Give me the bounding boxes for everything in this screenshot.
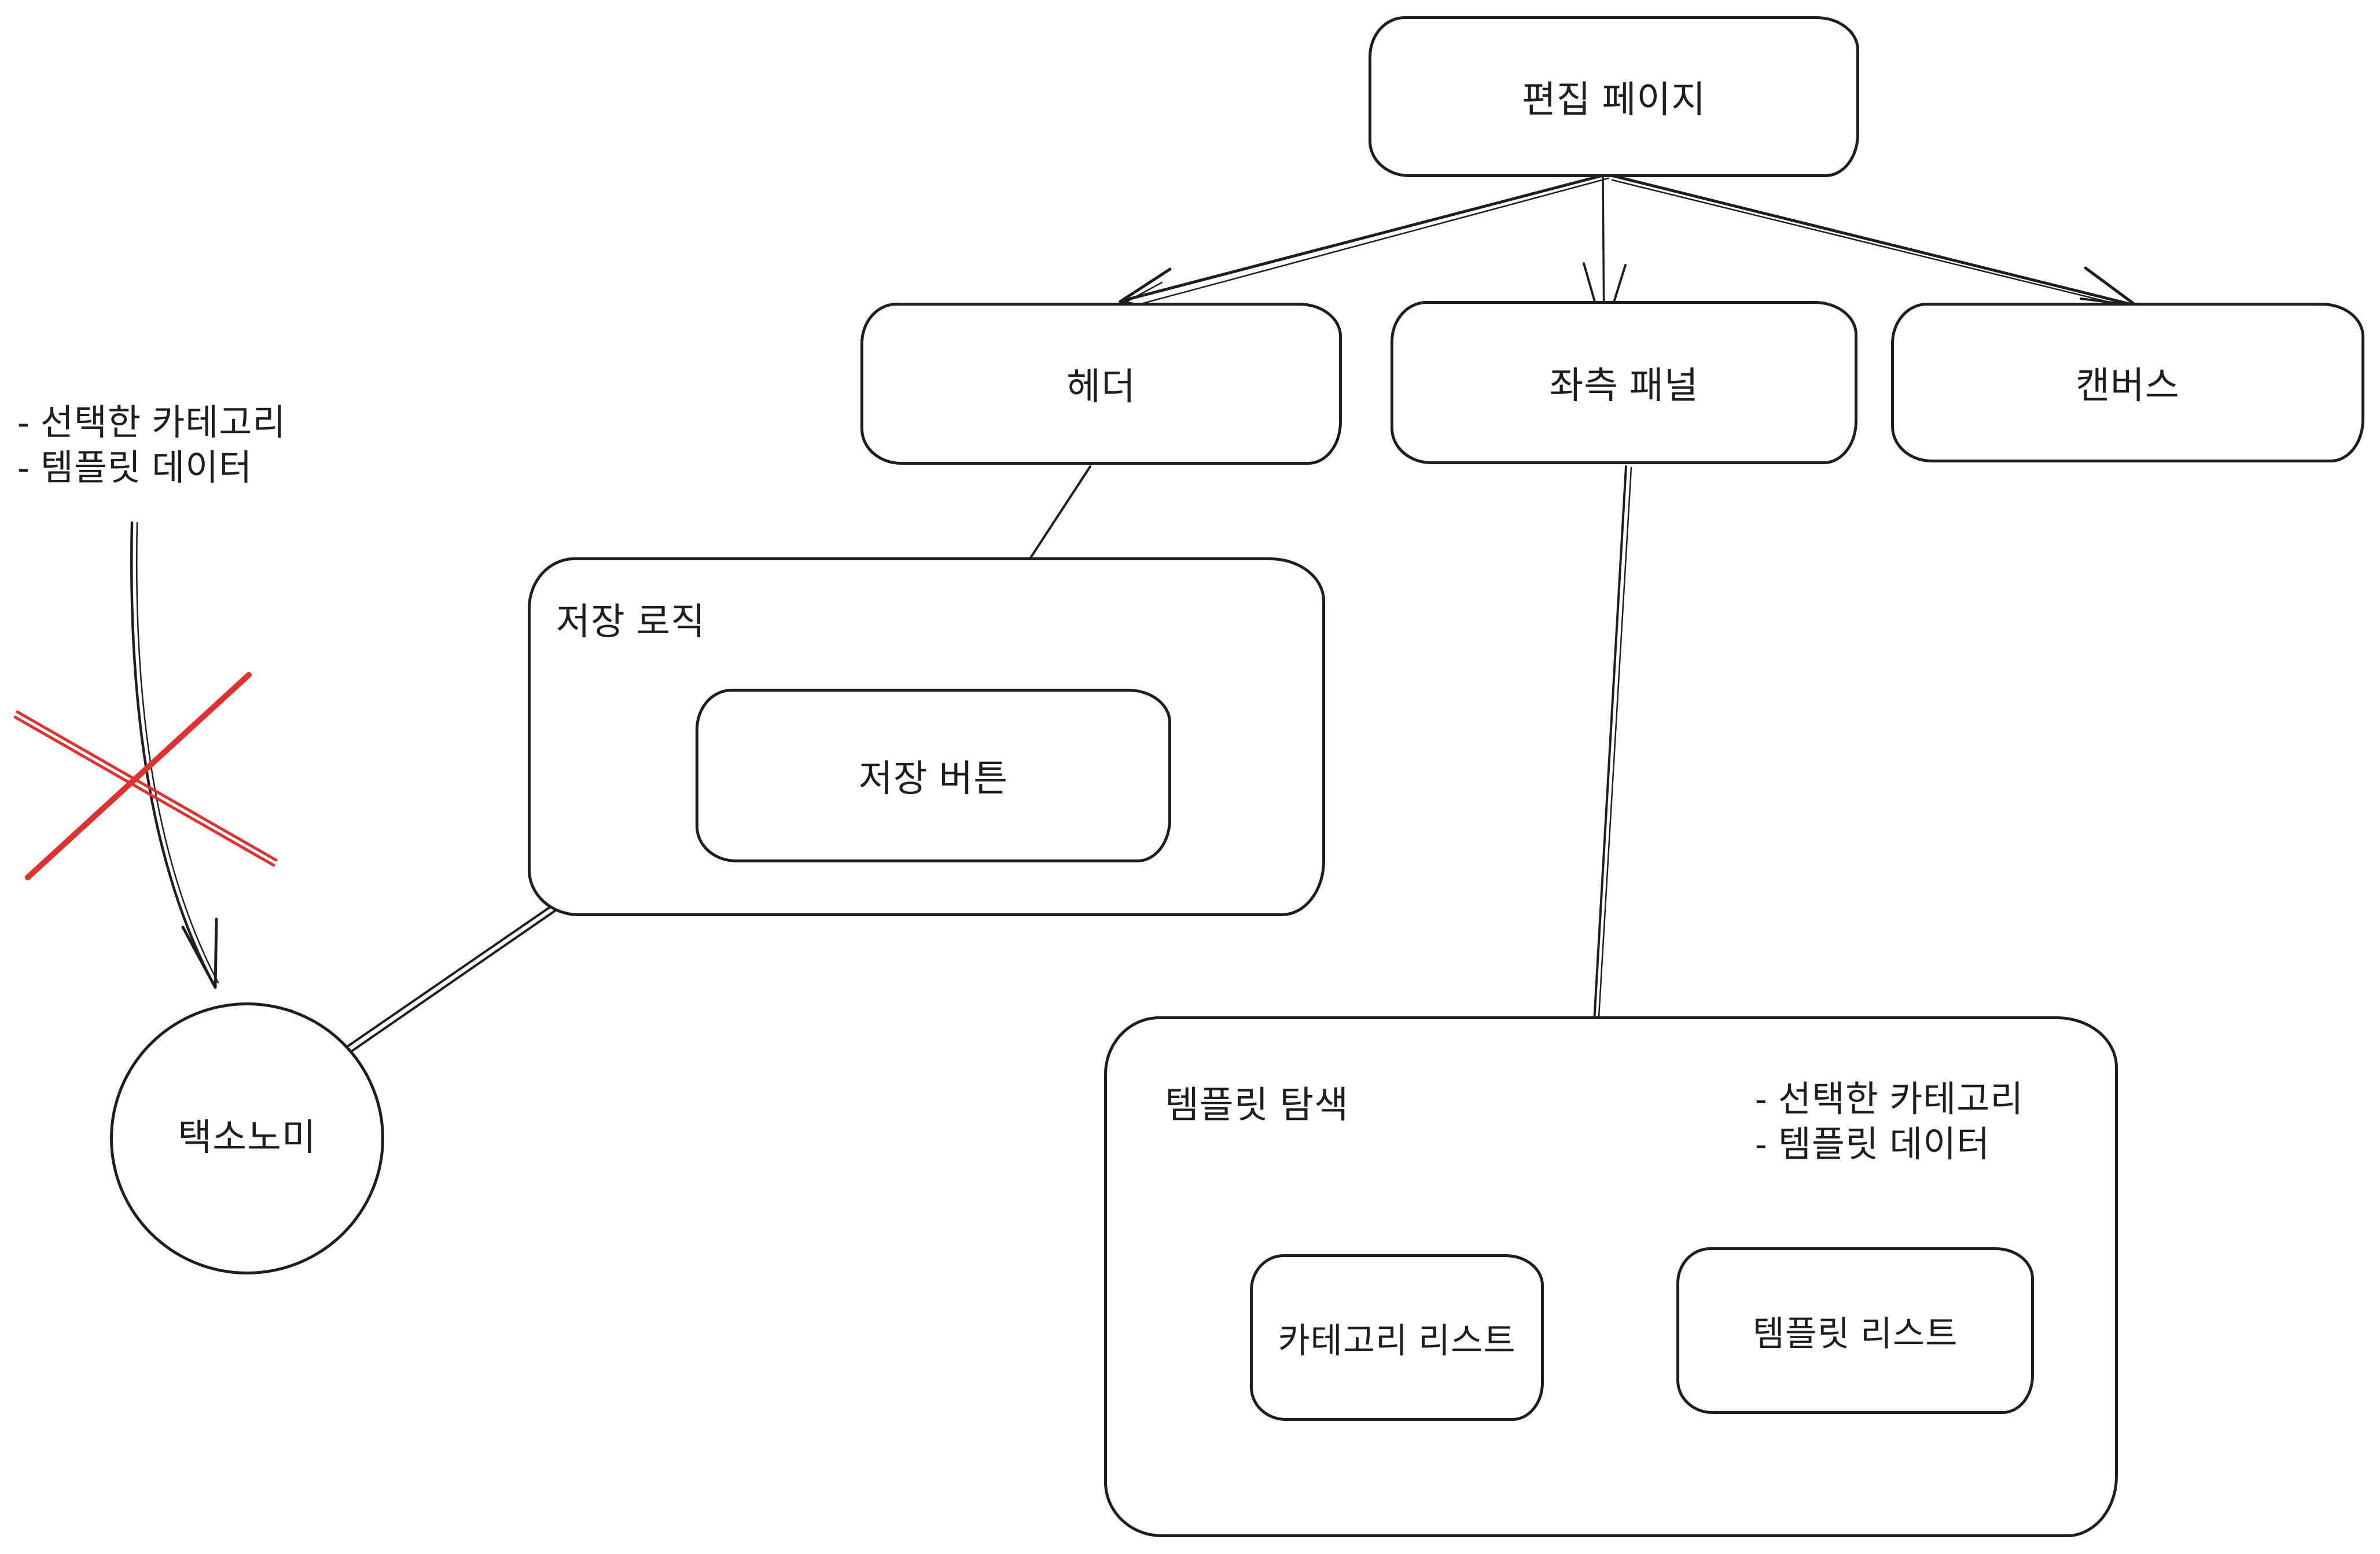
note-template-browse[interactable]: - 선택한 카테고리 - 템플릿 데이터 (1755, 1077, 2024, 1167)
node-save-button[interactable]: 저장 버튼 (696, 689, 1171, 862)
node-edit-page[interactable]: 편집 페이지 (1369, 16, 1859, 177)
note-line: - 템플릿 데이터 (1755, 1125, 1991, 1164)
arrow-edit-page-to-canvas[interactable] (1609, 174, 2138, 307)
node-header[interactable]: 헤더 (860, 303, 1342, 465)
node-template-browse[interactable]: 템플릿 탐색 - 선택한 카테고리 - 템플릿 데이터 카테고리 리스트 템플릿… (1104, 1016, 2118, 1537)
node-label: 저장 버튼 (858, 758, 1009, 799)
red-cross-out[interactable] (13, 672, 278, 880)
node-category-list[interactable]: 카테고리 리스트 (1250, 1254, 1544, 1421)
node-label: 저장 로직 (556, 601, 706, 642)
note-line: - 템플릿 데이터 (17, 448, 253, 488)
arrow-note-to-taxonomy[interactable] (130, 521, 219, 989)
node-taxonomy[interactable]: 택소노미 (110, 1002, 384, 1274)
node-label: 택소노미 (178, 1116, 317, 1158)
node-label: 템플릿 리스트 (1752, 1314, 1958, 1353)
node-label: 편집 페이지 (1521, 79, 1706, 120)
node-label: 캔버스 (2076, 365, 2180, 406)
node-label: 템플릿 탐색 (1165, 1084, 1349, 1126)
node-label: 좌측 패널 (1549, 365, 1699, 406)
note-top-left[interactable]: - 선택한 카테고리 - 템플릿 데이터 (17, 401, 286, 491)
node-left-panel[interactable]: 좌측 패널 (1391, 301, 1857, 464)
note-line: - 선택한 카테고리 (17, 403, 286, 443)
arrow-edit-page-to-header[interactable] (1119, 172, 1610, 315)
node-save-logic[interactable]: 저장 로직 저장 버튼 (528, 557, 1325, 916)
node-canvas[interactable]: 캔버스 (1891, 303, 2364, 462)
node-label: 카테고리 리스트 (1278, 1321, 1516, 1360)
node-template-list[interactable]: 템플릿 리스트 (1676, 1247, 2034, 1414)
note-line: - 선택한 카테고리 (1755, 1079, 2024, 1119)
node-label: 헤더 (1066, 366, 1136, 407)
